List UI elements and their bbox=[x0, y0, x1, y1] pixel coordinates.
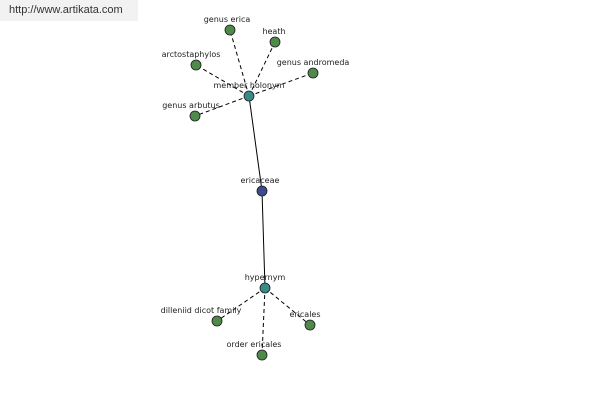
node-label-genus-andromeda: genus andromeda bbox=[277, 58, 350, 67]
node-label-hypernym: hypernym bbox=[245, 273, 286, 282]
edge-center-to-hypernym bbox=[261, 190, 266, 289]
node-dilleniid-dicot-family[interactable] bbox=[211, 315, 223, 327]
node-label-ericales: ericales bbox=[289, 310, 320, 319]
node-label-member-holonym: member holonym bbox=[213, 81, 284, 90]
node-heath[interactable] bbox=[269, 36, 281, 48]
node-arctostaphylos[interactable] bbox=[190, 59, 202, 71]
edge-member-holonym-to-genus-arbutus bbox=[194, 95, 250, 117]
node-ericaceae[interactable] bbox=[256, 185, 268, 197]
source-url-banner[interactable]: http://www.artikata.com bbox=[0, 0, 138, 21]
edge-member-holonym-to-arctostaphylos bbox=[195, 64, 250, 97]
node-member-holonym[interactable] bbox=[243, 90, 255, 102]
node-label-dilleniid-dicot-family: dilleniid dicot family bbox=[161, 306, 242, 315]
node-genus-arbutus[interactable] bbox=[189, 110, 201, 122]
node-hypernym[interactable] bbox=[259, 282, 271, 294]
labels-layer: ericaceae member holonym hypernym genus … bbox=[161, 15, 350, 349]
node-label-order-ericales: order ericales bbox=[227, 340, 282, 349]
edge-hypernym-to-ericales bbox=[264, 287, 311, 326]
node-label-arctostaphylos: arctostaphylos bbox=[162, 50, 221, 59]
node-genus-erica[interactable] bbox=[224, 24, 236, 36]
nodes-layer bbox=[189, 24, 319, 361]
edge-hypernym-to-dilleniid-dicot-family bbox=[216, 287, 266, 322]
node-label-ericaceae: ericaceae bbox=[241, 176, 280, 185]
edge-member-holonym-to-genus-erica bbox=[229, 29, 250, 97]
node-label-heath: heath bbox=[262, 27, 285, 36]
edge-center-to-member-holonym bbox=[248, 95, 263, 192]
node-label-genus-arbutus: genus arbutus bbox=[162, 101, 220, 110]
node-label-genus-erica: genus erica bbox=[204, 15, 251, 24]
edge-member-holonym-to-heath bbox=[248, 41, 276, 97]
node-order-ericales[interactable] bbox=[256, 349, 268, 361]
node-genus-andromeda[interactable] bbox=[307, 67, 319, 79]
edge-member-holonym-to-genus-andromeda bbox=[248, 72, 314, 97]
node-ericales[interactable] bbox=[304, 319, 316, 331]
edges-layer bbox=[194, 29, 314, 356]
